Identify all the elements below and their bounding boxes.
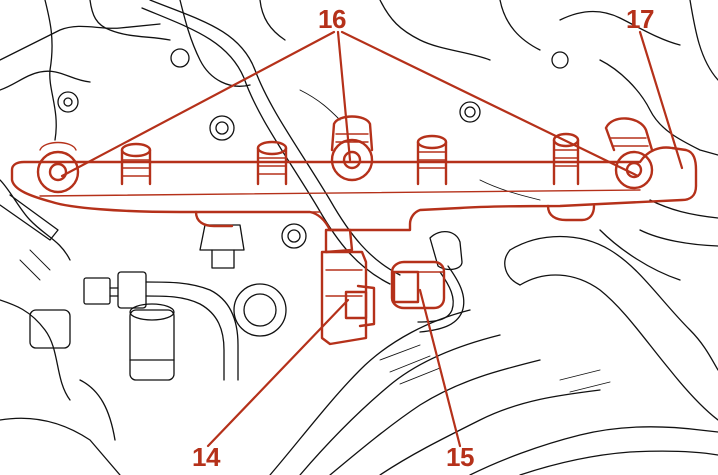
callout-label-17: 17 <box>626 4 654 34</box>
mounting-boss <box>330 115 374 182</box>
pressure-regulator-connector <box>390 260 446 310</box>
callout-label-16: 16 <box>318 4 346 34</box>
fuel-rail-highlight <box>10 115 698 346</box>
mounting-boss <box>36 141 80 194</box>
fuel-rail-body <box>10 146 698 232</box>
leader-line <box>340 30 640 178</box>
rail-outlet <box>416 134 448 186</box>
leader-lines <box>60 30 684 448</box>
callout-label-14: 14 <box>192 442 220 472</box>
leader-line <box>336 30 352 162</box>
leader-line <box>638 30 684 170</box>
mounting-boss <box>604 117 654 190</box>
leader-line <box>418 288 462 448</box>
rail-outlet <box>256 140 288 186</box>
callout-label-15: 15 <box>446 442 474 472</box>
rail-pressure-sensor <box>320 228 376 346</box>
rail-outlet <box>120 142 152 186</box>
leader-line <box>206 298 350 448</box>
leader-line <box>60 30 336 178</box>
